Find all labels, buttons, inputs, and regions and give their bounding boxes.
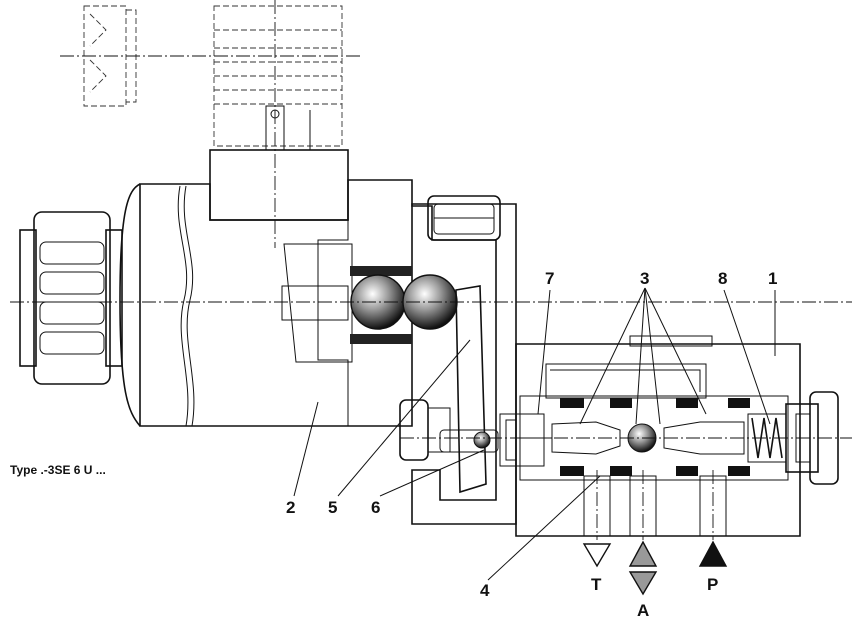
port-a-arrow-up (628, 540, 658, 567)
solenoid-housing (119, 149, 413, 427)
port-t-label: T (591, 575, 602, 594)
callout-8: 8 (718, 269, 727, 288)
port-p-label: P (707, 575, 718, 594)
port-t-arrow (582, 543, 612, 568)
type-label: Type .-3SE 6 U ... (10, 463, 106, 477)
callout-3: 3 (640, 269, 649, 288)
leader-lines (293, 287, 776, 581)
port-a-arrow-down (628, 571, 658, 596)
callout-4: 4 (480, 581, 490, 600)
port-p-arrow (698, 540, 728, 567)
manual-override-knob (19, 211, 123, 385)
callout-1: 1 (768, 269, 777, 288)
lever-housing (399, 195, 517, 525)
callout-5: 5 (328, 498, 337, 517)
callout-6: 6 (371, 498, 380, 517)
plug-connector-outline (60, 0, 360, 248)
callout-2: 2 (286, 498, 295, 517)
port-a-label: A (637, 601, 649, 620)
callout-7: 7 (545, 269, 554, 288)
